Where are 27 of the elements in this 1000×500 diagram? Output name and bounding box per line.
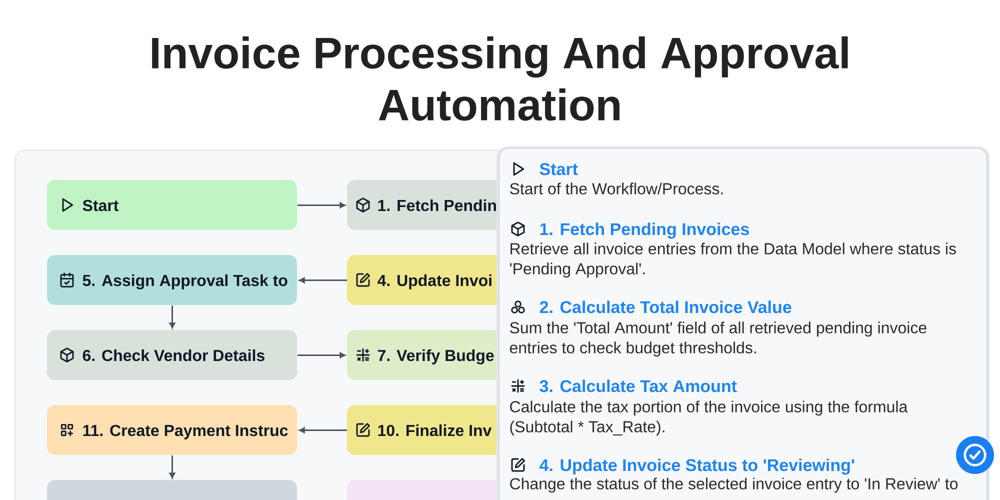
step-description: Start of the Workflow/Process.	[510, 182, 723, 194]
process-box: 5. Assign Approval Task to	[47, 255, 297, 305]
step-description: Sum the 'Total Amount' field of all retrieved pending invoice entries to check budget thresholds.	[510, 322, 926, 357]
step-description: Retrieve all invoice entries from the Data Model where status is 'Pending Approval'.	[510, 242, 956, 278]
arrow	[298, 352, 346, 358]
arrow	[169, 306, 176, 328]
process-box: 11. Create Payment Instruc	[47, 405, 297, 455]
arrow	[298, 202, 346, 208]
process-box: 4. Update Invoi	[347, 255, 499, 305]
step-description: Calculate the tax portion of the invoice using the formula (Subtotal * Tax_Rate).	[510, 400, 908, 436]
process-box: 1. Fetch Pendin	[347, 180, 499, 230]
process-box	[47, 480, 297, 500]
process-box: 10. Finalize Inv	[347, 405, 499, 455]
step-heading: 1. Fetch Pending Invoices	[540, 222, 749, 239]
step-description: Change the status of the selected invoice entry to 'In Review' to	[510, 478, 958, 493]
process-box: 6. Check Vendor Details	[47, 330, 297, 380]
arrow	[169, 456, 176, 478]
arrow	[299, 277, 347, 284]
arrow	[299, 427, 347, 434]
title: Invoice Processing And Approval Automation	[152, 36, 848, 121]
step-heading: 2. Calculate Total Invoice Value	[540, 300, 792, 314]
step-heading: 3. Calculate Tax Amount	[540, 380, 737, 392]
step-heading: Start	[540, 163, 578, 176]
process-box: 7. Verify Budge	[347, 330, 499, 380]
process-box	[347, 480, 499, 500]
process-box: Start	[47, 180, 297, 230]
step-heading: 4. Update Invoice Status to 'Reviewing'	[540, 458, 854, 475]
